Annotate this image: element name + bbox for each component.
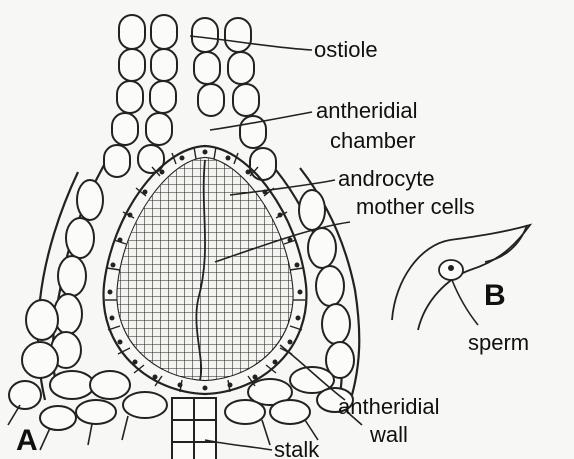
panel-a-letter: A	[16, 424, 38, 457]
label-stalk: stalk	[274, 437, 320, 459]
label-antheridial-wall-2: wall	[369, 422, 408, 447]
label-antheridial-wall-1: antheridial	[338, 394, 440, 419]
label-antheridial-chamber-2: chamber	[330, 128, 416, 153]
panel-b-letter: B	[484, 279, 506, 312]
stalk-cells	[172, 398, 216, 459]
left-neck-cells	[104, 15, 177, 177]
label-antheridial-chamber-1: antheridial	[316, 98, 418, 123]
sperm-leader	[452, 280, 478, 325]
label-sperm: sperm	[468, 330, 529, 355]
androcyte-mass	[110, 150, 310, 390]
sperm-drawing	[392, 225, 530, 330]
label-ostiole: ostiole	[314, 37, 378, 62]
label-androcyte-2: mother cells	[356, 194, 475, 219]
label-androcyte-1: androcyte	[338, 166, 435, 191]
